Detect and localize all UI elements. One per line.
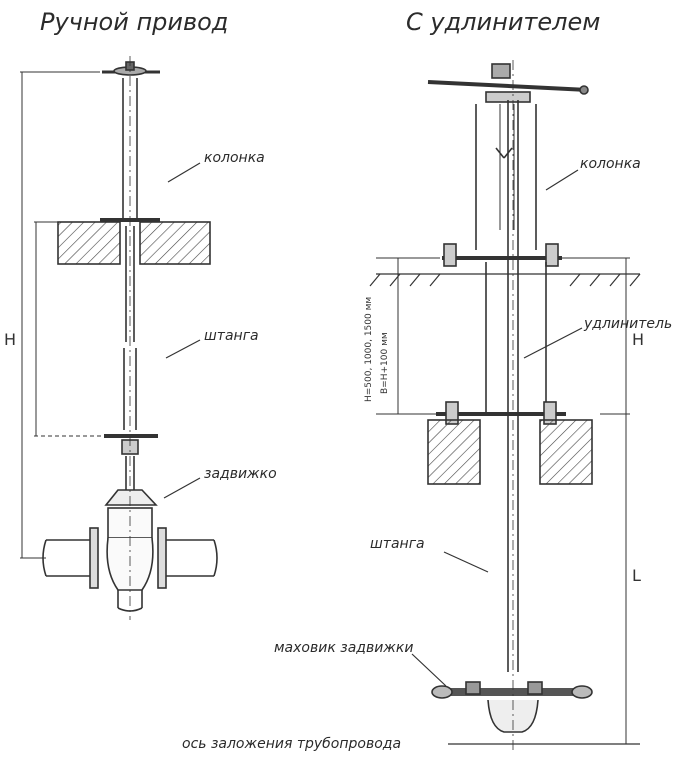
left-h-dimension-label: H bbox=[4, 330, 17, 349]
left-gate-valve bbox=[89, 507, 167, 612]
left-rod-leader bbox=[165, 339, 201, 359]
right-dimension-h bbox=[560, 257, 630, 415]
left-column-leader bbox=[167, 162, 201, 183]
right-ground bbox=[369, 273, 641, 287]
right-title: С удлинителем bbox=[406, 8, 601, 36]
pipe-axis-label: ось заложения трубопровода bbox=[182, 736, 402, 752]
left-valve-leader bbox=[163, 477, 201, 499]
right-dimension-b bbox=[376, 257, 440, 415]
left-column bbox=[122, 78, 138, 218]
left-coupling bbox=[104, 434, 158, 506]
right-column bbox=[475, 104, 537, 250]
right-column-label: колонка bbox=[580, 156, 641, 172]
right-h-dimension-label: H bbox=[632, 330, 645, 349]
left-dimension-h bbox=[20, 71, 104, 559]
right-handwheel-label: маховик задвижки bbox=[274, 640, 414, 656]
right-rod bbox=[507, 100, 519, 672]
right-upper-flange bbox=[442, 243, 562, 267]
right-top-handle bbox=[427, 63, 589, 103]
left-column-label: колонка bbox=[204, 150, 265, 166]
left-valve-label: задвижко bbox=[204, 466, 277, 482]
left-rod bbox=[123, 226, 137, 430]
right-assembly bbox=[369, 60, 641, 750]
right-handwheel bbox=[431, 681, 593, 733]
right-rod-label: штанга bbox=[370, 536, 425, 552]
right-note-1: H=500, 1000, 1500 мм bbox=[364, 296, 374, 402]
left-assembly bbox=[20, 56, 218, 620]
right-column-leader bbox=[545, 169, 579, 191]
right-extender-label: удлинитель bbox=[584, 316, 673, 332]
left-title: Ручной привод bbox=[40, 8, 229, 36]
right-l-dimension-label: L bbox=[632, 566, 641, 585]
right-lower-flange bbox=[427, 401, 593, 485]
left-slab bbox=[57, 218, 211, 265]
right-extender bbox=[485, 262, 547, 412]
right-handwheel-leader bbox=[411, 653, 447, 687]
left-rod-label: штанга bbox=[204, 328, 259, 344]
right-note-2: B=H+100 мм bbox=[380, 332, 390, 394]
right-extender-leader bbox=[523, 327, 583, 359]
right-rod-leader bbox=[443, 551, 489, 573]
left-top-handwheel bbox=[102, 61, 160, 76]
